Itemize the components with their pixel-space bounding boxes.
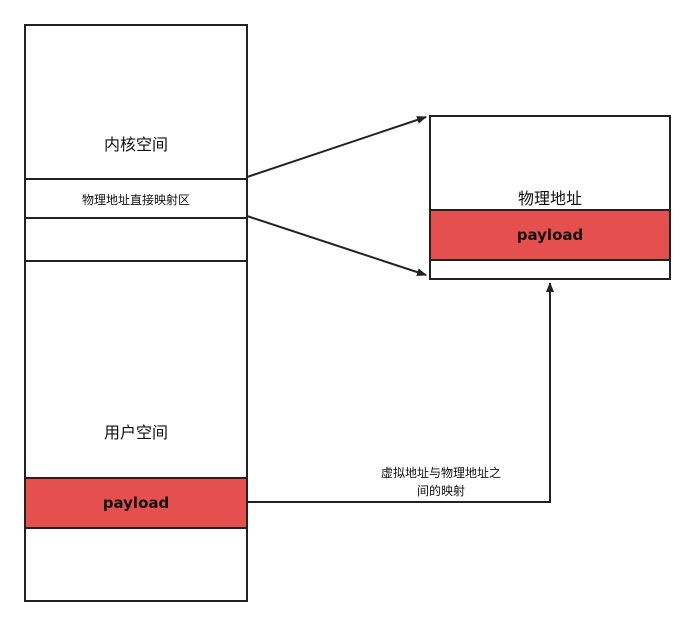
- arrow-direct-map-top: [246, 116, 427, 178]
- arrow-direct-map-bottom: [246, 215, 427, 276]
- mapping-note-line1: 虚拟地址与物理地址之: [380, 466, 501, 480]
- kernel-space-region: 内核空间: [26, 26, 246, 178]
- direct-map-label: 物理地址直接映射区: [81, 193, 190, 207]
- physical-address-label: 物理地址: [517, 189, 582, 208]
- virtual-payload-block: payload: [26, 477, 246, 529]
- user-tail-region: [26, 530, 246, 600]
- virtual-address-space: 内核空间 物理地址直接映射区 用户空间 payload: [24, 24, 248, 602]
- direct-map-region: 物理地址直接映射区: [26, 178, 246, 218]
- mapping-note-line2: 间的映射: [416, 484, 465, 498]
- kernel-space-label: 内核空间: [103, 135, 168, 154]
- user-space-label: 用户空间: [103, 423, 168, 442]
- physical-memory-box: 物理地址 payload: [429, 115, 671, 280]
- physical-payload-label: payload: [516, 226, 584, 244]
- virtual-payload-label: payload: [102, 494, 170, 512]
- mapping-note: 虚拟地址与物理地址之 间的映射: [356, 464, 526, 500]
- user-space-region: 用户空间: [26, 260, 246, 478]
- physical-payload-block: payload: [431, 209, 669, 261]
- kernel-gap-region: [26, 217, 246, 261]
